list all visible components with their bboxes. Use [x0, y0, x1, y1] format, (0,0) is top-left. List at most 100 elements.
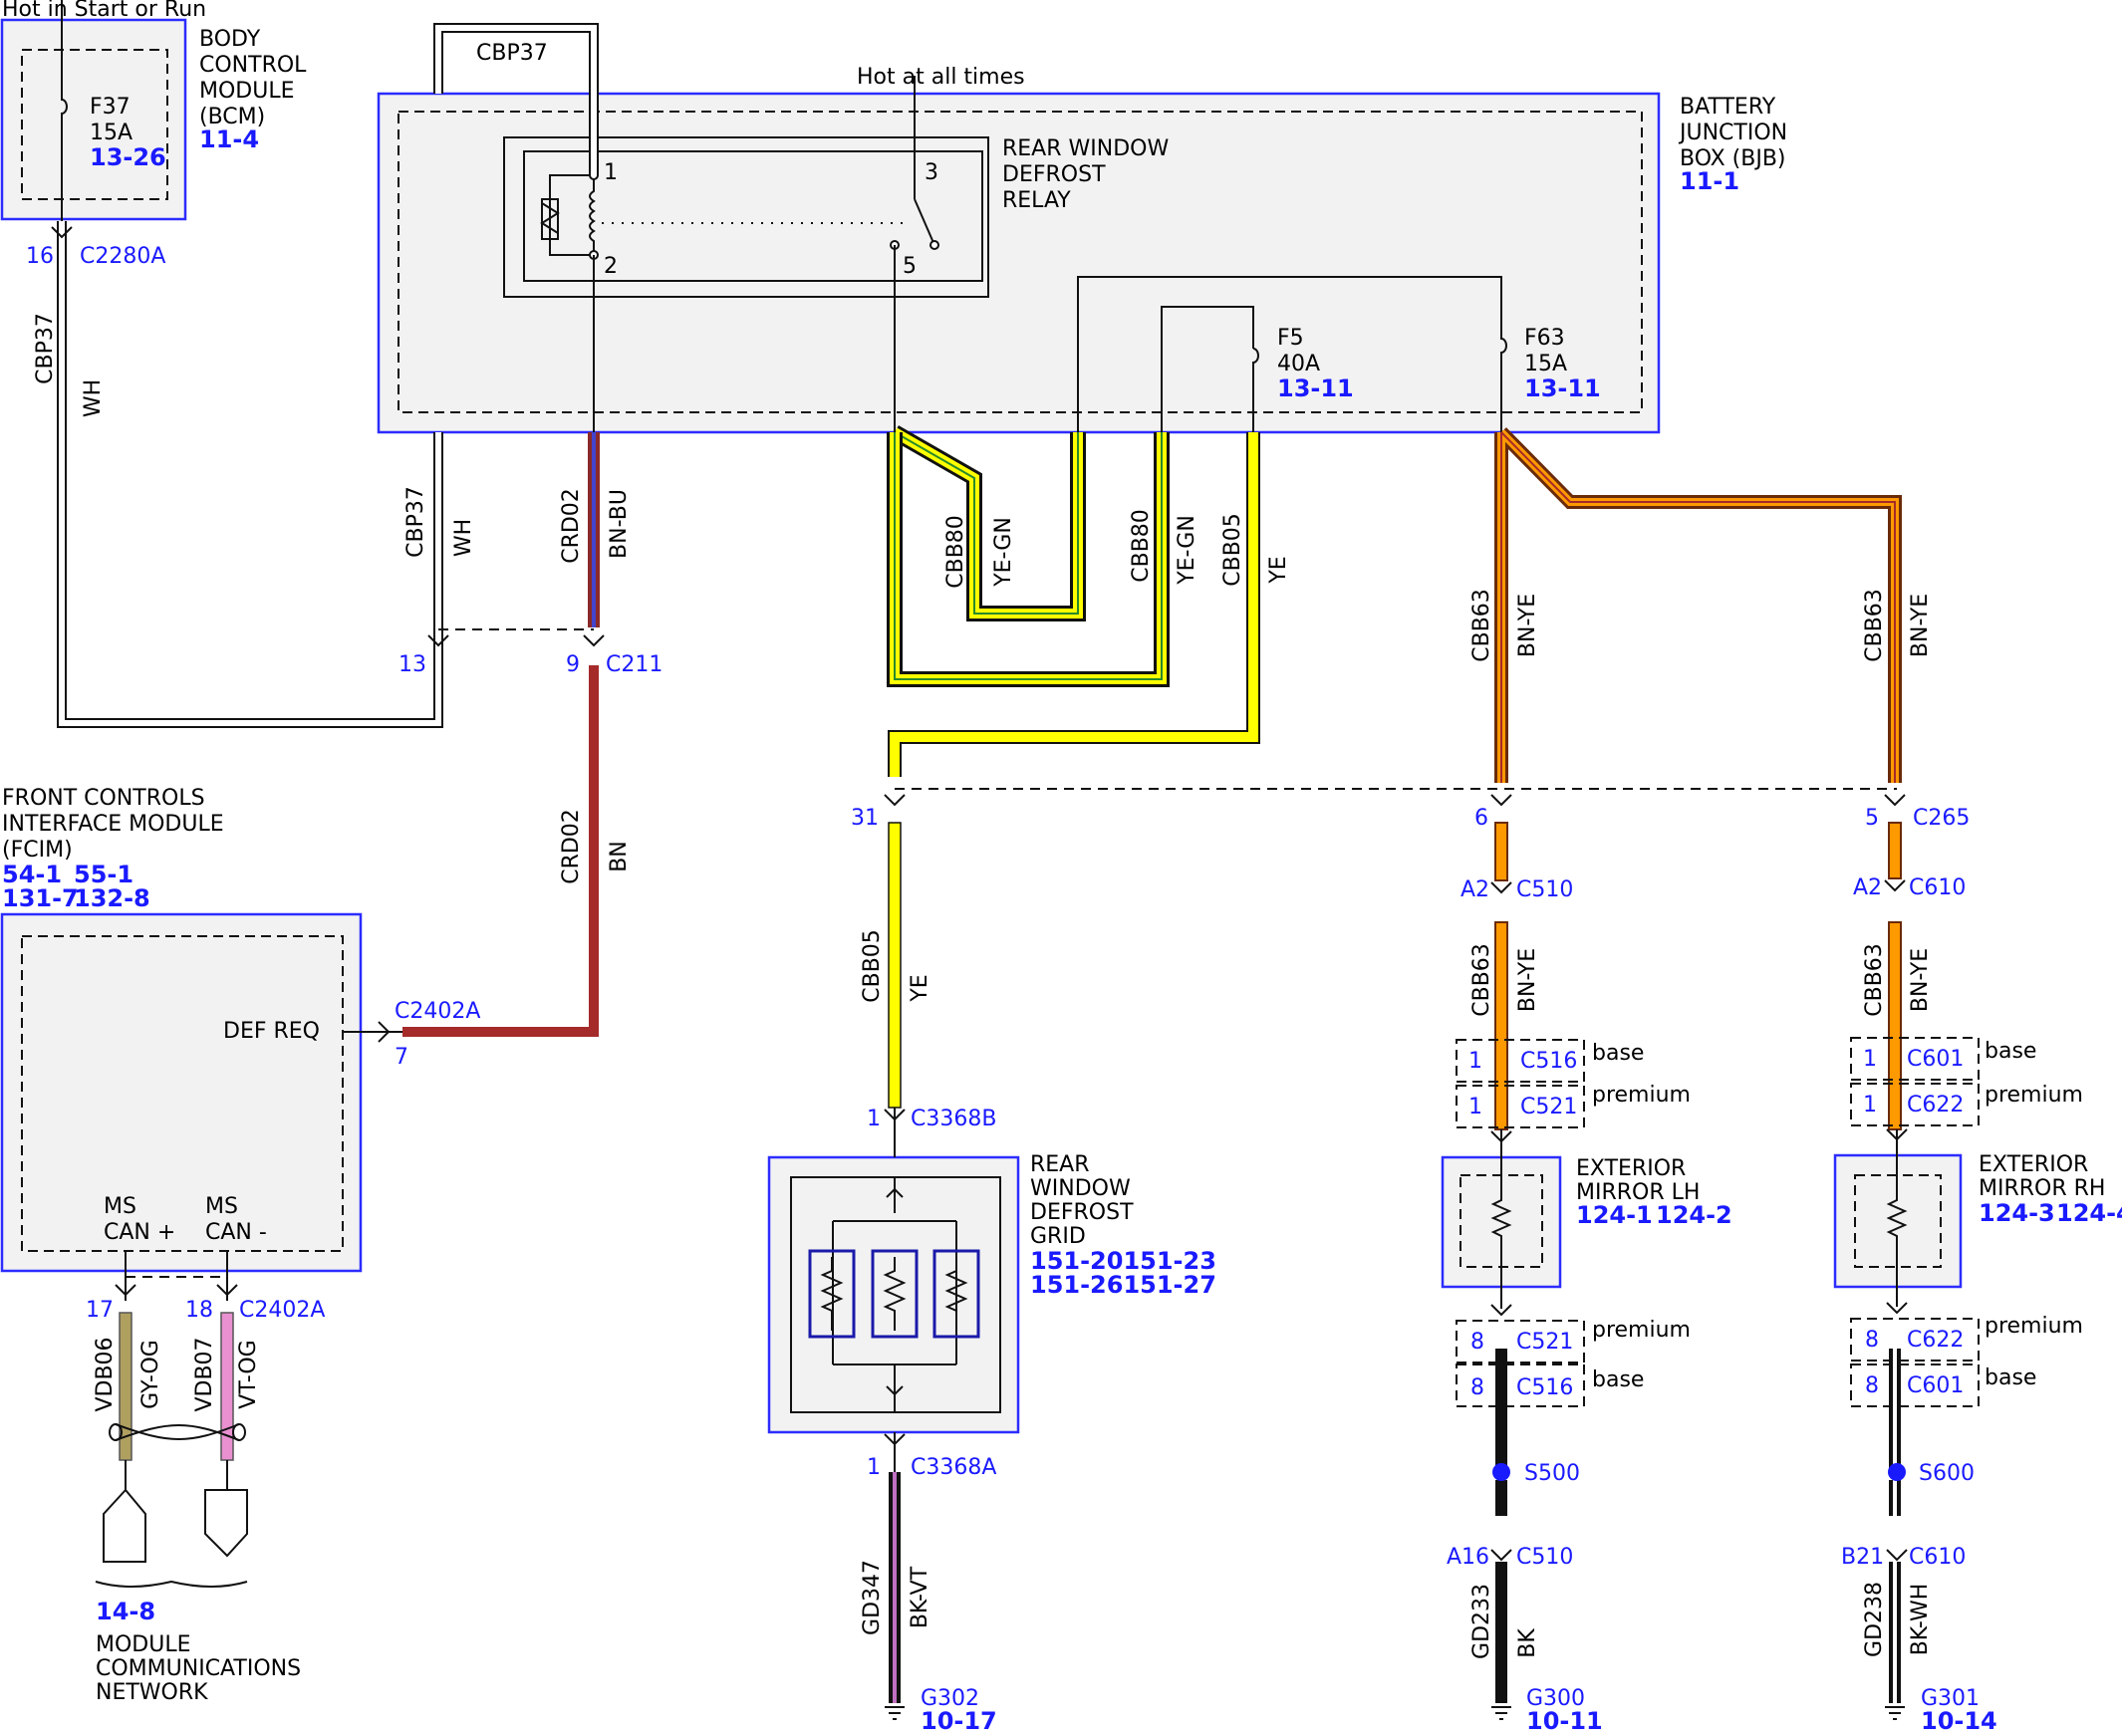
bcm-module: [0, 0, 187, 221]
wire-label-cbb63-a: CBB63: [1469, 589, 1494, 662]
wire-label-gd233: GD233: [1469, 1584, 1494, 1659]
relay-name-3: RELAY: [1002, 188, 1071, 213]
wire-label-crd02-a: CRD02: [559, 488, 584, 564]
bjb-name-1: BATTERY: [1680, 95, 1776, 120]
c622-label: C622: [1907, 1093, 1964, 1117]
wire-label-gd347: GD347: [860, 1560, 885, 1635]
c521b-pin: 8: [1470, 1330, 1484, 1355]
relay-pin-5: 5: [903, 254, 917, 279]
hot-all-times-label: Hot at all times: [857, 65, 1025, 90]
wire-cbb63-bn-ye: [1494, 427, 1902, 1157]
mirror-lh-name-2: MIRROR LH: [1576, 1180, 1700, 1205]
fcim-pin-7: 7: [395, 1045, 408, 1070]
c265-pin-31: 31: [851, 806, 879, 831]
wire-label-bn-bu: BN-BU: [607, 489, 632, 559]
wire-ms-can: [95, 1251, 248, 1588]
fuse-f63-ref: 13-11: [1524, 374, 1601, 402]
c211-pin-9: 9: [566, 652, 580, 677]
g302-label: G302: [921, 1686, 979, 1711]
mirror-lh-ref-a: 124-1: [1576, 1201, 1653, 1229]
rear-defrost-grid: [767, 1155, 1020, 1434]
bcm-pin: 16: [26, 244, 54, 269]
relay-pin-2: 2: [604, 254, 618, 279]
c510-pin: A2: [1460, 877, 1489, 902]
fcim-def-req: DEF REQ: [223, 1019, 320, 1044]
network-name-2: COMMUNICATIONS: [96, 1656, 301, 1681]
wire-label-bk-vt: BK-VT: [908, 1566, 932, 1628]
wire-label-cbb80-a: CBB80: [943, 515, 968, 589]
wire-label-ye-a: YE: [1266, 556, 1291, 584]
wire-ground-black: [889, 1287, 1901, 1703]
wire-label-bn-ye-c: BN-YE: [1515, 948, 1540, 1012]
c516b-base: base: [1592, 1367, 1644, 1392]
g300-ref: 10-11: [1526, 1707, 1603, 1735]
c610b-pin: B21: [1841, 1545, 1884, 1570]
fuse-f5-symbol: [1252, 348, 1259, 432]
s500-label: S500: [1524, 1461, 1580, 1486]
c3368b-pin: 1: [867, 1107, 881, 1131]
ground-symbols: [885, 1706, 1905, 1720]
c516-label: C516: [1520, 1049, 1577, 1074]
fuse-f5-amp: 40A: [1277, 352, 1320, 376]
wire-label-cbb63-c: CBB63: [1469, 943, 1494, 1017]
bcm-fuse-ref: 13-26: [90, 143, 166, 171]
c510b-label: C510: [1516, 1545, 1573, 1570]
relay-name-2: DEFROST: [1002, 162, 1106, 187]
wire-crd02-bn: [402, 665, 599, 1037]
fuse-f5-ref: 13-11: [1277, 374, 1354, 402]
c601b-label: C601: [1907, 1373, 1964, 1398]
c521-premium: premium: [1592, 1083, 1691, 1108]
wire-label-cbb80-b: CBB80: [1129, 509, 1154, 583]
c211-pin-13: 13: [398, 652, 426, 677]
mirror-lh-ref-b: 124-2: [1656, 1201, 1732, 1229]
c3368a-pin: 1: [867, 1455, 881, 1480]
splice-s500: [1492, 1463, 1510, 1481]
c521b-label: C521: [1516, 1330, 1573, 1355]
c521-label: C521: [1520, 1095, 1577, 1119]
fuse-f63-amp: 15A: [1524, 352, 1567, 376]
g301-label: G301: [1921, 1686, 1980, 1711]
c521b-premium: premium: [1592, 1318, 1691, 1343]
wire-label-crd02-b: CRD02: [559, 809, 584, 884]
c601b-pin: 8: [1865, 1373, 1879, 1398]
fcim-name-2: INTERFACE MODULE: [2, 812, 224, 837]
c622b-label: C622: [1907, 1328, 1964, 1353]
wire-label-cbb05-a: CBB05: [1220, 513, 1245, 587]
c622b-pin: 8: [1865, 1328, 1879, 1353]
wire-label-cbp37-a: CBP37: [33, 313, 58, 384]
fcim-ref-b: 55-1: [74, 861, 133, 888]
g302-ref: 10-17: [921, 1707, 997, 1735]
hot-start-run-label: Hot in Start or Run: [2, 0, 206, 22]
exterior-mirror-lh: [1441, 1155, 1562, 1289]
wire-internal-bjb: [894, 245, 1502, 432]
wire-label-bk: BK: [1515, 1628, 1540, 1658]
fcim-pin-18: 18: [185, 1298, 213, 1323]
grid-name-1: REAR: [1030, 1152, 1090, 1177]
grid-name-2: WINDOW: [1030, 1176, 1131, 1201]
c3368a-label: C3368A: [911, 1455, 996, 1480]
network-ref: 14-8: [96, 1598, 155, 1625]
c516b-pin: 8: [1470, 1375, 1484, 1400]
wire-crd02-bn-bu: [588, 432, 600, 627]
bcm-name-1: BODY: [199, 27, 261, 52]
wire-label-vdb07: VDB07: [192, 1337, 217, 1411]
can-minus-1: MS: [205, 1194, 238, 1219]
c516-base: base: [1592, 1041, 1644, 1066]
mirror-rh-name-2: MIRROR RH: [1979, 1176, 2105, 1201]
wire-label-vt-og: VT-OG: [236, 1340, 261, 1408]
splice-s600: [1888, 1463, 1906, 1481]
relay-name-1: REAR WINDOW: [1002, 136, 1169, 161]
wire-label-cbb05-b: CBB05: [860, 929, 885, 1003]
wire-label-bn-ye-b: BN-YE: [1908, 594, 1933, 657]
wire-label-bk-wh: BK-WH: [1908, 1584, 1933, 1656]
fcim-module: [0, 912, 363, 1273]
vertical-wire-labels: CBP37 WH CBP37 CBP37 WH CRD02 BN-BU CRD0…: [33, 41, 1933, 1659]
bcm-ref: 11-4: [199, 125, 259, 153]
wire-label-vdb06: VDB06: [93, 1337, 118, 1411]
connector-labels: 13 9 C211 31 6 5 C265 A2 C510 A2 C610 1 …: [398, 652, 2083, 1570]
wire-label-bn: BN: [607, 841, 632, 872]
wire-cbb05-ye: [888, 432, 1260, 1109]
c3368b-label: C3368B: [911, 1107, 996, 1131]
fcim-name-3: (FCIM): [2, 838, 73, 863]
